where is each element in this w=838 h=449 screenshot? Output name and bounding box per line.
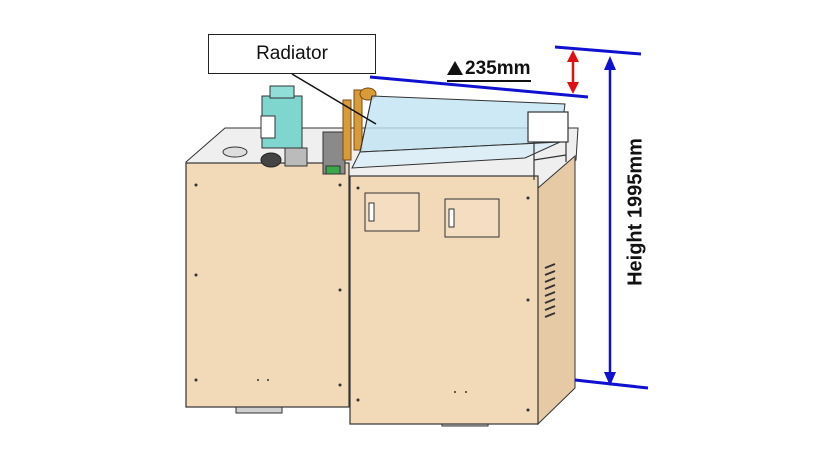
- top-extension-value: 235mm: [465, 58, 531, 79]
- radiator: [351, 95, 566, 169]
- radiator-frame: [527, 111, 569, 180]
- callout-leader: [291, 73, 377, 125]
- cabinet-right-side: [537, 154, 576, 426]
- service-door-right: [444, 198, 500, 238]
- height-dimension-label: Height 1995mm: [624, 138, 647, 286]
- radiator-callout: Radiator: [208, 34, 376, 74]
- coolant-tank: [260, 85, 308, 168]
- service-door-left: [364, 192, 420, 232]
- top-extension-dimension: 235mm: [447, 58, 531, 82]
- panel-screws: [194, 183, 530, 412]
- triangle-icon: [447, 61, 463, 75]
- radiator-callout-label: Radiator: [256, 43, 328, 64]
- pump-assembly: [322, 131, 346, 175]
- dimension-underline: [447, 80, 531, 82]
- cabinet-front-left: [185, 162, 350, 408]
- side-vent: [544, 263, 556, 318]
- dimension-lines: [369, 45, 649, 390]
- delta-arrow: [567, 50, 579, 94]
- height-arrow: [604, 56, 616, 386]
- top-port: [222, 146, 248, 158]
